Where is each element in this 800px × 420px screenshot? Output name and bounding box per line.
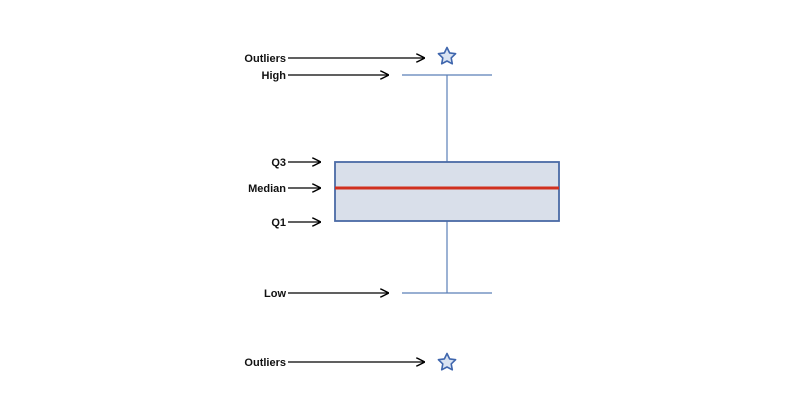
label-outliers-bottom: Outliers: [244, 357, 286, 369]
annotation-labels: Outliers High Q3 Median Q1 Low Outliers: [244, 53, 286, 369]
label-q3: Q3: [271, 157, 286, 169]
label-outliers-top: Outliers: [244, 53, 286, 65]
label-q1: Q1: [271, 217, 286, 229]
whiskers: [402, 74, 492, 294]
label-median: Median: [248, 183, 286, 195]
label-high: High: [262, 70, 287, 82]
interquartile-box: [334, 161, 560, 222]
outlier-top-star-icon: [437, 46, 457, 65]
outlier-bottom-star-icon: [437, 352, 457, 371]
pointer-arrows: [288, 58, 424, 362]
label-low: Low: [264, 288, 286, 300]
